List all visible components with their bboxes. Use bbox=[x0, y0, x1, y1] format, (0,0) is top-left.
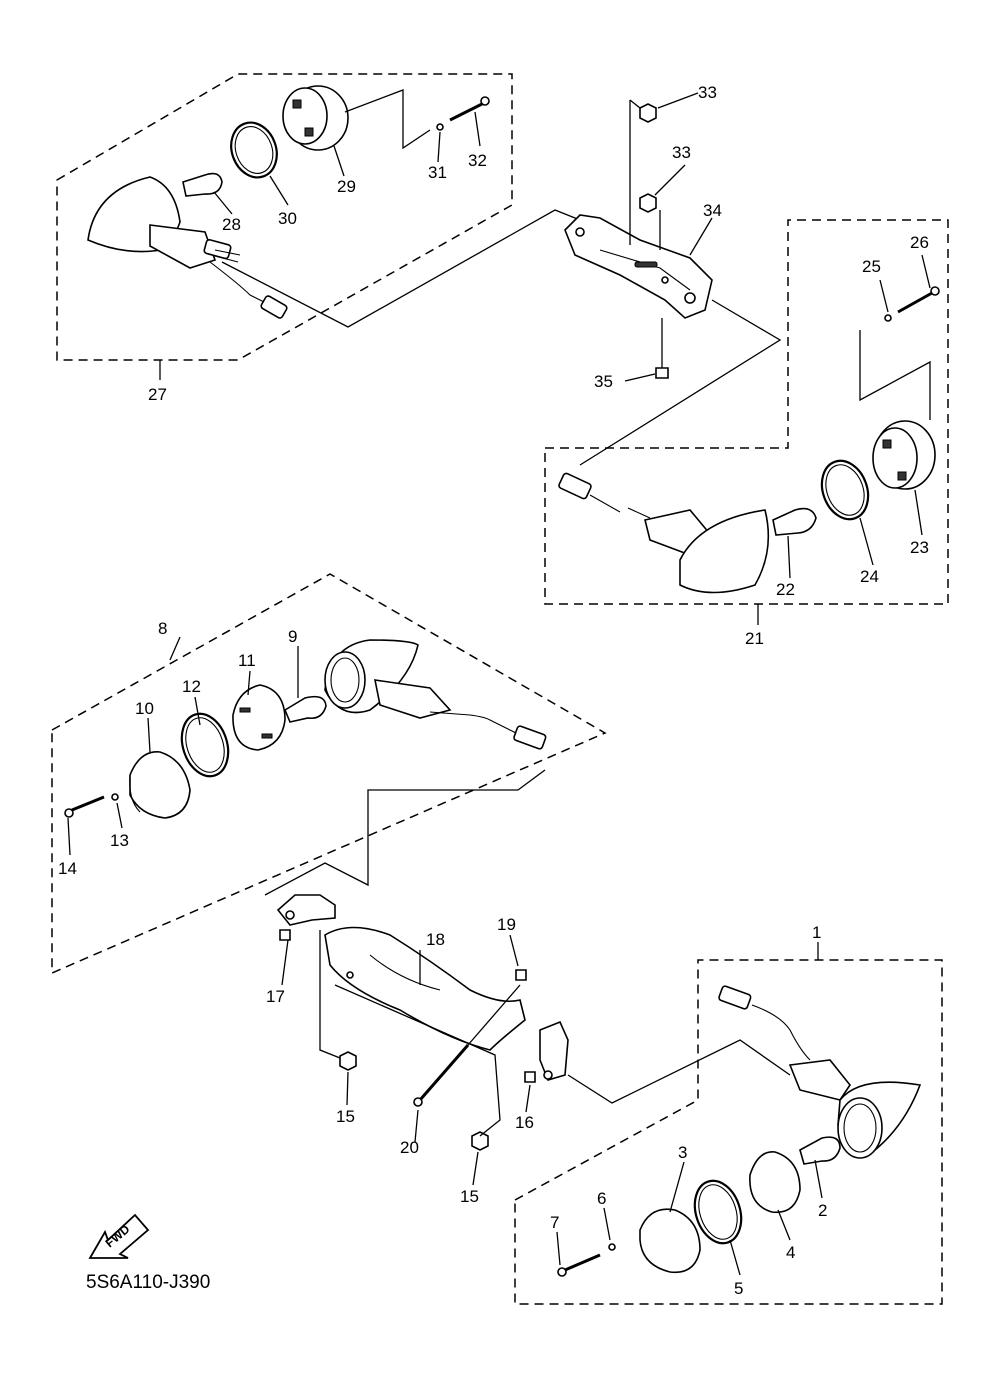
callout-26: 26 bbox=[910, 233, 929, 252]
callout-16: 16 bbox=[515, 1113, 534, 1132]
callout-8: 8 bbox=[158, 619, 167, 638]
callout-30: 30 bbox=[278, 209, 297, 228]
callout-34: 34 bbox=[703, 201, 722, 220]
callout-13: 13 bbox=[110, 831, 129, 850]
callout-29: 29 bbox=[337, 177, 356, 196]
callout-25: 25 bbox=[862, 257, 881, 276]
callout-23: 23 bbox=[910, 538, 929, 557]
callout-19: 19 bbox=[497, 915, 516, 934]
diagram-code: 5S6A110-J390 bbox=[86, 1272, 210, 1293]
gasket-30 bbox=[230, 121, 278, 179]
stem-27 bbox=[149, 224, 217, 269]
callout-24: 24 bbox=[860, 567, 879, 586]
callout-33a: 33 bbox=[698, 83, 717, 102]
callout-4: 4 bbox=[786, 1243, 795, 1262]
callout-18: 18 bbox=[426, 930, 445, 949]
assembly-21 bbox=[544, 219, 949, 625]
rim-29 bbox=[282, 85, 349, 151]
callout-22: 22 bbox=[776, 580, 795, 599]
callout-15a: 15 bbox=[336, 1107, 355, 1126]
callout-33b: 33 bbox=[672, 143, 691, 162]
callout-20: 20 bbox=[400, 1138, 419, 1157]
assembly-27 bbox=[56, 73, 513, 380]
bracket-34 bbox=[564, 92, 713, 382]
callout-15b: 15 bbox=[460, 1187, 479, 1206]
fwd-arrow-icon: FWD bbox=[88, 1213, 150, 1259]
callout-5: 5 bbox=[734, 1279, 743, 1298]
callout-31: 31 bbox=[428, 163, 447, 182]
bulb-28 bbox=[182, 172, 223, 197]
callout-9: 9 bbox=[288, 627, 297, 646]
callout-28: 28 bbox=[222, 215, 241, 234]
callout-2: 2 bbox=[818, 1201, 827, 1220]
assembly-1 bbox=[514, 942, 943, 1305]
callout-1: 1 bbox=[812, 923, 821, 942]
lens-21 bbox=[679, 509, 770, 594]
callout-21: 21 bbox=[745, 629, 764, 648]
callout-3: 3 bbox=[678, 1143, 687, 1162]
callout-10: 10 bbox=[135, 699, 154, 718]
callout-7: 7 bbox=[550, 1213, 559, 1232]
callout-17: 17 bbox=[266, 987, 285, 1006]
callout-14: 14 bbox=[58, 859, 77, 878]
assembly-8 bbox=[51, 573, 607, 975]
callout-11: 11 bbox=[238, 651, 256, 670]
callout-27: 27 bbox=[148, 385, 167, 404]
callout-12: 12 bbox=[182, 677, 201, 696]
callout-6: 6 bbox=[597, 1189, 606, 1208]
callout-32: 32 bbox=[468, 151, 487, 170]
front-bracket-18 bbox=[276, 894, 569, 1186]
callout-35: 35 bbox=[594, 372, 613, 391]
